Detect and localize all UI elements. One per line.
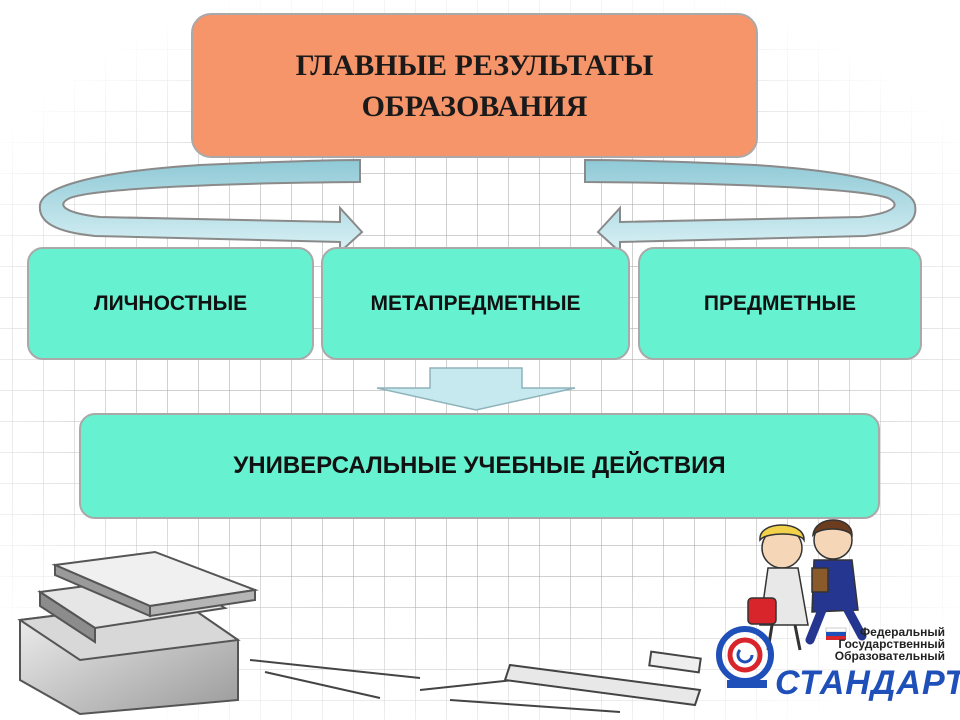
curved-arrow-left: [38, 158, 364, 255]
logo-line2: Государственный: [838, 637, 945, 651]
main-results-title: ГЛАВНЫЕ РЕЗУЛЬТАТЫ ОБРАЗОВАНИЯ: [191, 13, 758, 158]
logo-word: СТАНДАРТ: [775, 664, 960, 702]
children-illustration: [747, 519, 867, 651]
category-subject: ПРЕДМЕТНЫЕ: [638, 247, 922, 360]
logo-caption: Федеральный Государственный Образователь…: [820, 626, 945, 662]
fgos-emblem: [716, 626, 774, 688]
universal-learning-actions: УНИВЕРСАЛЬНЫЕ УЧЕБНЫЕ ДЕЙСТВИЯ: [79, 413, 880, 519]
books-illustration: [17, 550, 259, 716]
pens-illustration: [249, 650, 702, 713]
curved-arrow-right: [584, 158, 917, 255]
category-metasubject: МЕТАПРЕДМЕТНЫЕ: [321, 247, 630, 360]
logo-line1: Федеральный: [859, 625, 945, 639]
russian-flag-icon: [825, 627, 847, 640]
down-arrow: [376, 367, 576, 411]
logo-line3: Образовательный: [834, 649, 945, 663]
category-personal: ЛИЧНОСТНЫЕ: [27, 247, 314, 360]
